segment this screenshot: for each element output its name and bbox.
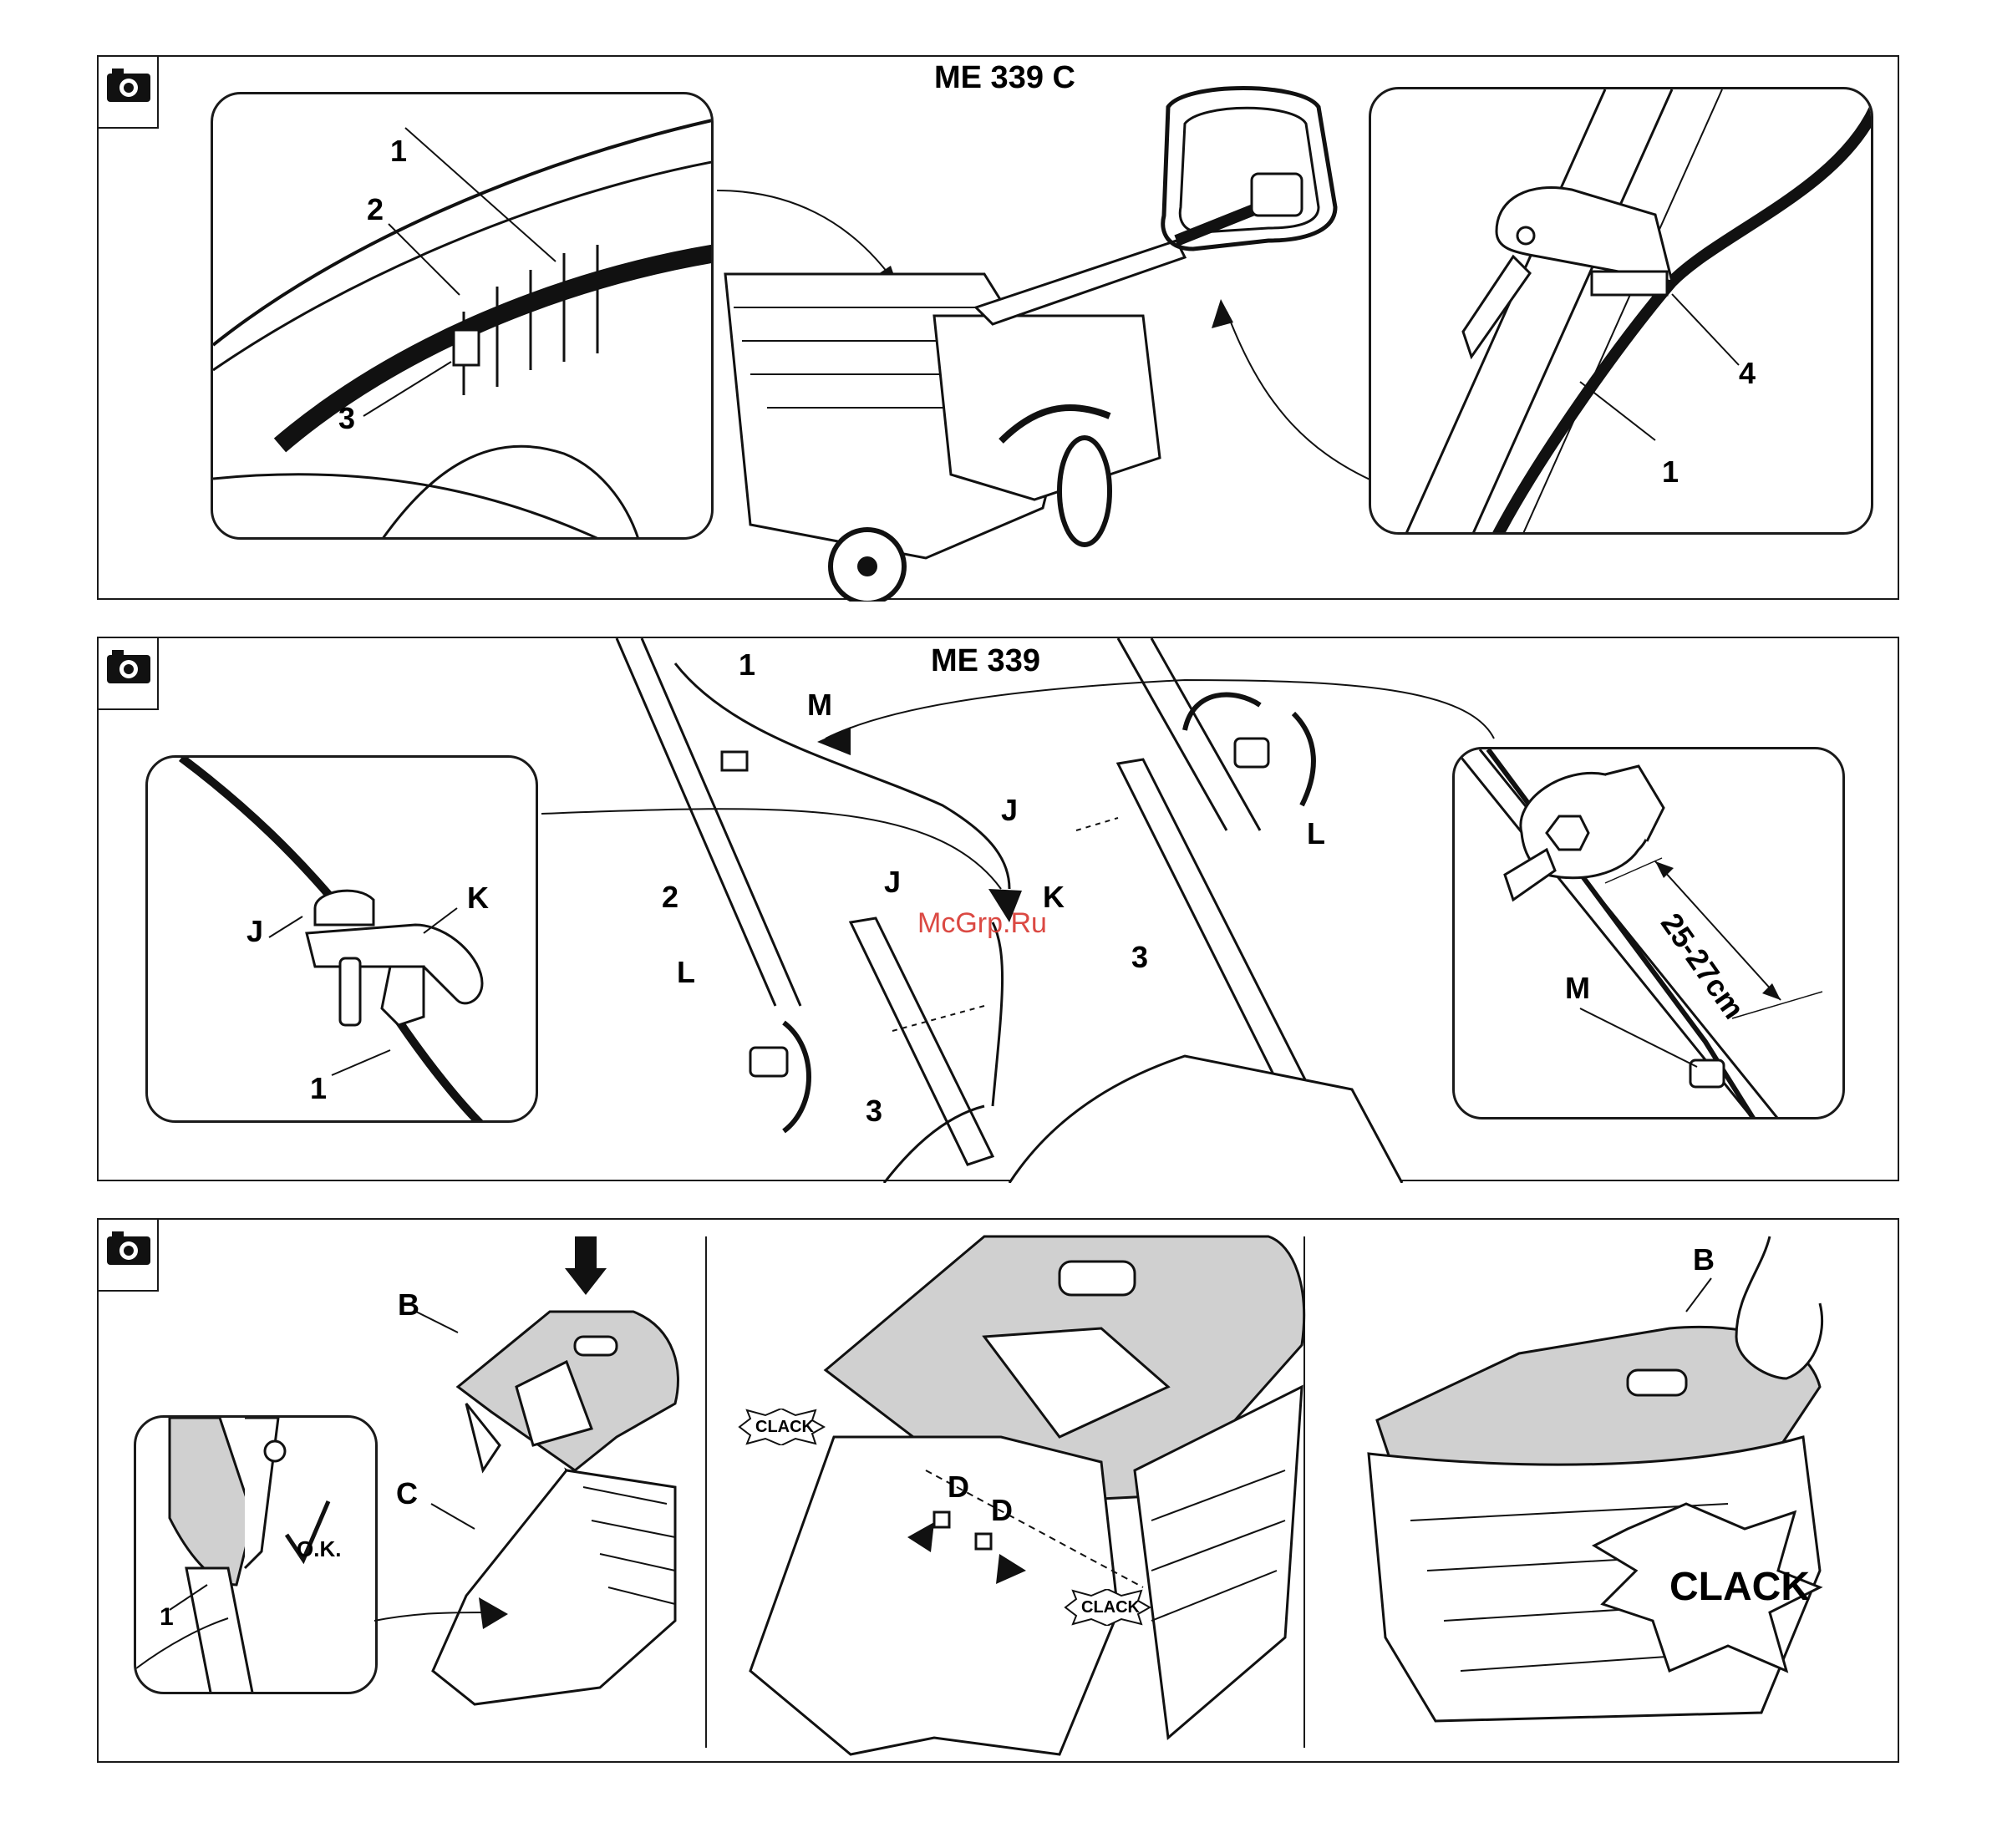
panel-me339: ME 339 J K 1 [97,637,1899,1181]
label-B-right: B [1693,1245,1715,1275]
clack-text-2: CLACK [1081,1599,1140,1616]
label-L-right: L [1307,819,1325,849]
catcher-assembly-drawing [99,1220,1901,1764]
measurement-drawing [1455,749,1845,1119]
label-D-second: D [991,1495,1013,1526]
label-D-first: D [948,1472,969,1502]
label-J-upper: J [1001,795,1018,825]
label-L-left: L [677,957,695,987]
label-2: 2 [662,882,678,912]
label-inset-M: M [1565,973,1590,1003]
label-3-left: 3 [866,1096,882,1126]
detail-inset-measurement: 25-27cm M [1452,747,1845,1119]
label-3-right: 3 [1131,942,1148,972]
clack-badge-2: CLACK [1061,1589,1153,1626]
label-B-left: B [398,1290,419,1320]
handle-cable-drawing [1371,89,1873,535]
label-J-mid: J [884,867,901,897]
clack-text-1: CLACK [755,1419,814,1435]
panel-me339c: ME 339 C 1 2 3 [97,55,1899,600]
label-1-right: 1 [1662,457,1679,487]
label-top-1: 1 [739,650,755,680]
clack-badge-1: CLACK [735,1409,827,1445]
watermark: McGrp.Ru [917,907,1047,940]
label-C-left: C [396,1479,418,1509]
label-top-M: M [807,690,832,720]
panel-grass-catcher: O.K. 1 B C D D [97,1218,1899,1763]
detail-inset-handle-cable: 4 1 [1369,87,1873,535]
clack-text-big: CLACK [1669,1567,1810,1607]
label-4-right: 4 [1739,358,1756,388]
